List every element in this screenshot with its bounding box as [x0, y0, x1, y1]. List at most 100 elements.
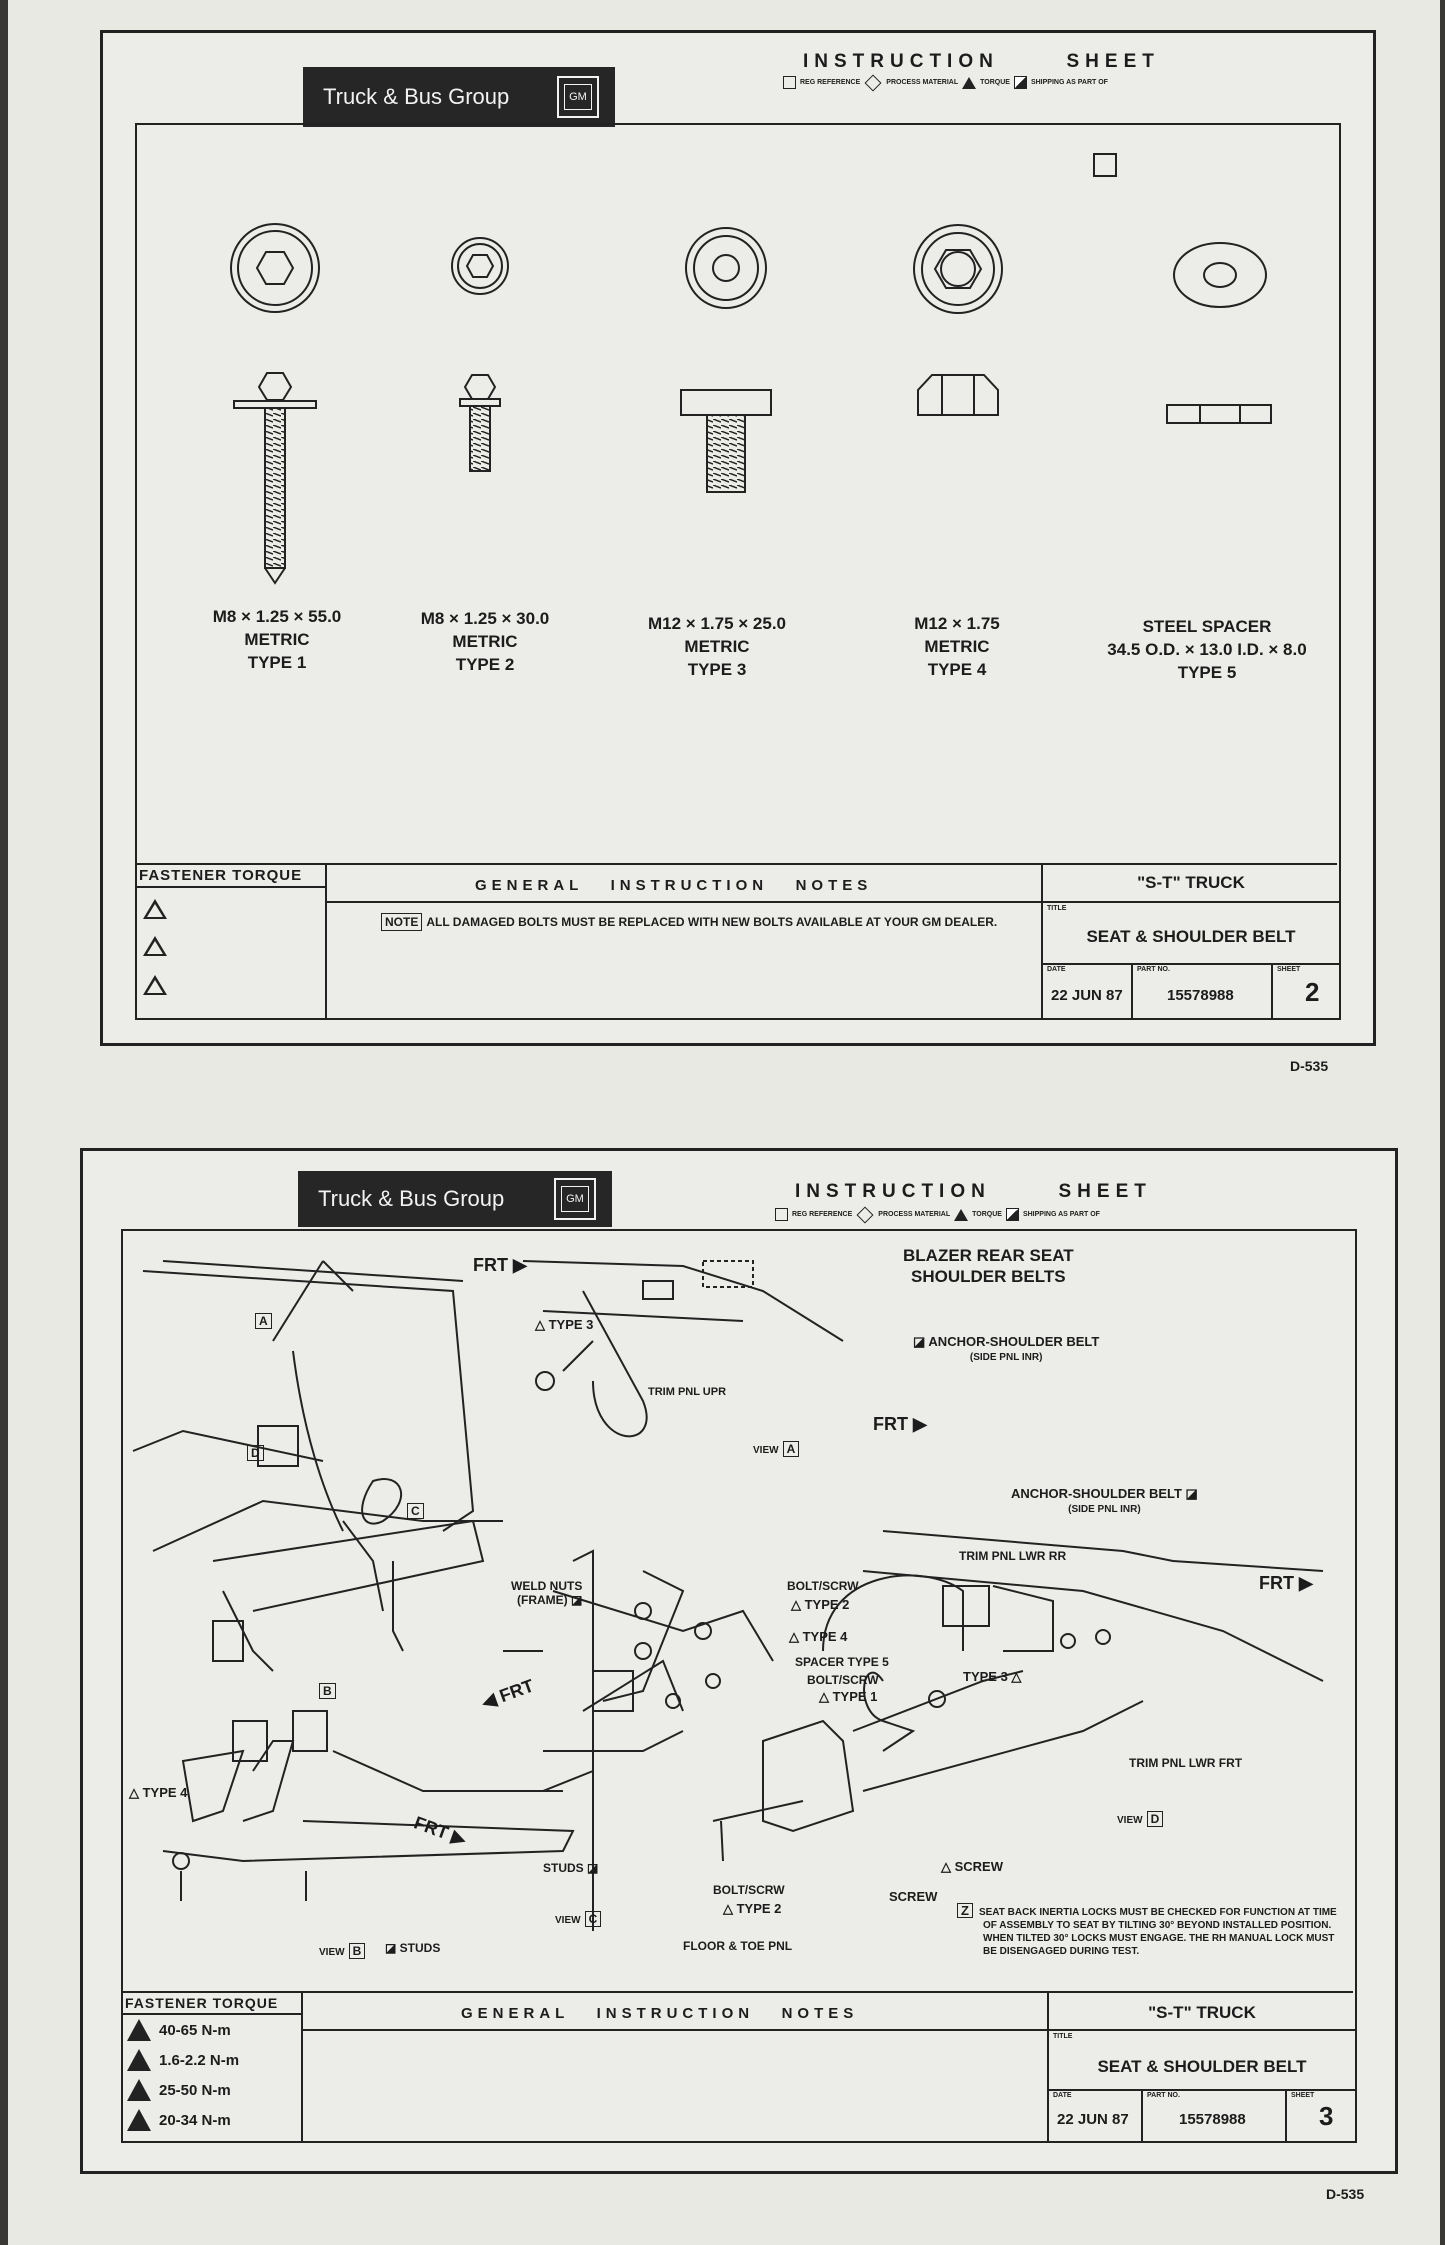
gm-logo: GM — [557, 76, 599, 118]
sheet-label: SHEET — [1291, 2092, 1315, 2099]
torque-row-3: 25-50 N-m — [127, 2079, 231, 2101]
screw-label: SCREW — [889, 1889, 938, 1904]
fastener-torque-heading: FASTENER TORQUE — [121, 1993, 301, 2015]
fastener-drawings — [230, 223, 1272, 585]
sheet-legend: REG REFERENCE PROCESS MATERIAL TORQUE SH… — [775, 1206, 1100, 1223]
diamond-icon — [864, 74, 882, 91]
title-block: FASTENER TORQUE 40-65 N-m 1.6-2.2 N-m 25… — [121, 1991, 1355, 2143]
trim-pnl-lwr-frt-label: TRIM PNL LWR FRT — [1129, 1756, 1243, 1770]
torque-triangle-icon — [143, 975, 167, 995]
spacer-type5-label: SPACER TYPE 5 — [795, 1655, 889, 1669]
doc-code: D-535 — [1326, 2186, 1365, 2202]
frt-arrow-label: FRT ▶ — [473, 1255, 527, 1275]
sheet-heading: INSTRUCTION SHEET — [803, 51, 1160, 72]
torque-row-4: 20-34 N-m — [127, 2109, 231, 2131]
gm-logo: GM — [554, 1178, 596, 1220]
frt-arrow-label: FRT ▶ — [873, 1414, 927, 1434]
ref-box-icon — [775, 1208, 788, 1221]
sheet-heading: INSTRUCTION SHEET — [795, 1181, 1152, 1202]
title-label: TITLE — [1047, 905, 1067, 912]
title-block: FASTENER TORQUE GENERAL INSTRUCTION NOTE… — [135, 863, 1339, 1020]
type1-label: △ TYPE 1 — [819, 1689, 878, 1704]
paper: Truck & Bus Group GM INSTRUCTION SHEET R… — [8, 0, 1440, 2245]
general-notes-heading: GENERAL INSTRUCTION NOTES — [461, 2005, 859, 2022]
torque-triangle-icon — [127, 2079, 151, 2101]
part-label: PART NO. — [1147, 2092, 1180, 2099]
sheet-label: SHEET — [1277, 966, 1301, 973]
part-number: 15578988 — [1167, 987, 1234, 1004]
torque-triangle-icon — [127, 2049, 151, 2071]
type2-label: △ TYPE 2 — [723, 1901, 782, 1916]
bolt-type2-drawing — [451, 237, 509, 472]
anchor-shoulder-label-right: ANCHOR-SHOULDER BELT ◪(SIDE PNL INR) — [1011, 1486, 1198, 1516]
type4-label-left: △ TYPE 4 — [129, 1785, 188, 1800]
torque-triangle-icon — [143, 936, 167, 956]
fastener-torque-panel: FASTENER TORQUE 40-65 N-m 1.6-2.2 N-m 25… — [121, 1993, 303, 2141]
frt-arrow-label: FRT ▶ — [1259, 1573, 1313, 1593]
floor-toe-label: FLOOR & TOE PNL — [683, 1939, 793, 1953]
group-banner: Truck & Bus Group GM — [298, 1171, 612, 1227]
studs-label: ◪ STUDS — [385, 1941, 441, 1955]
callout-d: D — [243, 1445, 264, 1461]
bolt-type1-drawing — [230, 223, 320, 585]
group-banner: Truck & Bus Group GM — [303, 67, 615, 127]
part-number: 15578988 — [1179, 2111, 1246, 2128]
doc-code: D-535 — [1290, 1058, 1329, 1074]
bolt-scrw-label: BOLT/SCRW — [807, 1673, 879, 1687]
bolt-scrw-label: BOLT/SCRW — [787, 1579, 859, 1593]
torque-triangle-icon — [127, 2109, 151, 2131]
studs-label: STUDS ◪ — [543, 1861, 599, 1875]
instruction-sheet-2: Truck & Bus Group GM INSTRUCTION SHEET R… — [100, 30, 1376, 1046]
checkbox-square — [1093, 153, 1117, 177]
product-name: "S-T" TRUCK — [1137, 873, 1245, 892]
shipped-box-icon — [1005, 1208, 1019, 1221]
sheet-legend: REG REFERENCE PROCESS MATERIAL TORQUE SH… — [783, 74, 1108, 91]
fastener-torque-heading: FASTENER TORQUE — [135, 865, 325, 888]
seat-belt-diagram — [132, 1260, 1324, 1931]
part-label: PART NO. — [1137, 966, 1170, 973]
note-tag: NOTE — [381, 913, 423, 931]
group-name: Truck & Bus Group — [318, 1186, 505, 1211]
torque-triangle-icon — [127, 2019, 151, 2041]
general-notes-line — [325, 901, 1041, 903]
trim-pnl-lwr-rr-label: TRIM PNL LWR RR — [959, 1549, 1067, 1563]
screw-label: △ SCREW — [941, 1859, 1003, 1874]
date-value: 22 JUN 87 — [1057, 2111, 1129, 2128]
general-notes-line — [301, 2029, 1047, 2031]
title-label: TITLE — [1053, 2033, 1073, 2040]
bolt-type3-drawing — [680, 227, 772, 493]
triangle-icon — [954, 1208, 969, 1221]
type2-label: △ TYPE 2 — [791, 1597, 850, 1612]
torque-row-1: 40-65 N-m — [127, 2019, 231, 2041]
date-label: DATE — [1047, 966, 1066, 973]
weld-nuts-label: WELD NUTS(FRAME) ◪ — [511, 1579, 583, 1607]
callout-b: B — [315, 1683, 336, 1699]
trim-pnl-upr-label: TRIM PNL UPR — [648, 1386, 727, 1398]
nut-type4-drawing — [913, 224, 1003, 416]
diamond-icon — [856, 1206, 874, 1223]
torque-row-2: 1.6-2.2 N-m — [127, 2049, 239, 2071]
drawing-title: SEAT & SHOULDER BELT — [1097, 2057, 1307, 2076]
anchor-shoulder-label: ◪ ANCHOR-SHOULDER BELT(SIDE PNL INR) — [913, 1334, 1100, 1364]
bolt-scrw-label: BOLT/SCRW — [713, 1883, 785, 1897]
spacer-type5-drawing — [1166, 242, 1272, 424]
type3-label-right: TYPE 3 △ — [963, 1669, 1022, 1684]
date-value: 22 JUN 87 — [1051, 987, 1123, 1004]
torque-triangle-icon — [143, 899, 167, 919]
group-name: Truck & Bus Group — [323, 84, 510, 109]
fastener-torque-panel: FASTENER TORQUE — [135, 865, 327, 1018]
type4-label: △ TYPE 4 — [789, 1629, 848, 1644]
title-panel: "S-T" TRUCK TITLE SEAT & SHOULDER BELT D… — [1047, 1993, 1355, 2141]
product-name: "S-T" TRUCK — [1148, 2003, 1256, 2022]
callout-c: C — [403, 1503, 424, 1519]
